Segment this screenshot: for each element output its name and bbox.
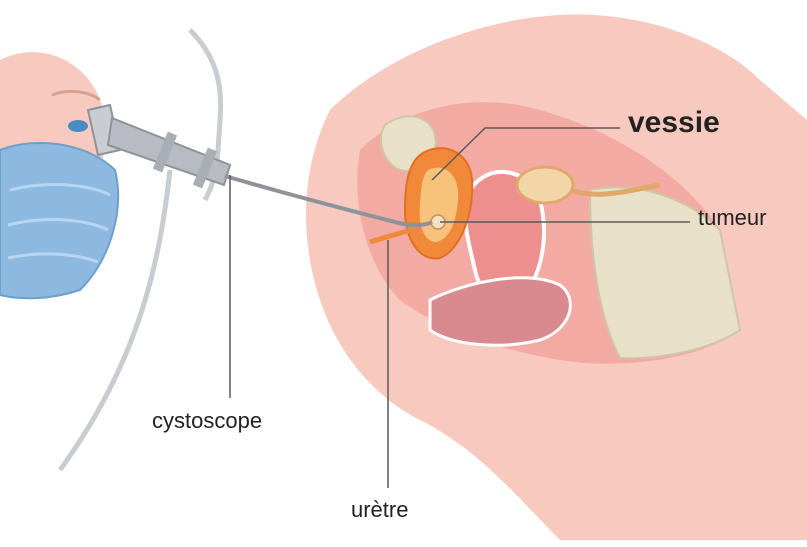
- label-tumeur: tumeur: [698, 205, 766, 231]
- eye: [68, 120, 88, 132]
- ovary: [517, 167, 573, 203]
- label-cystoscope: cystoscope: [152, 408, 262, 434]
- label-vessie: vessie: [628, 106, 720, 140]
- label-uretre: urètre: [351, 497, 408, 523]
